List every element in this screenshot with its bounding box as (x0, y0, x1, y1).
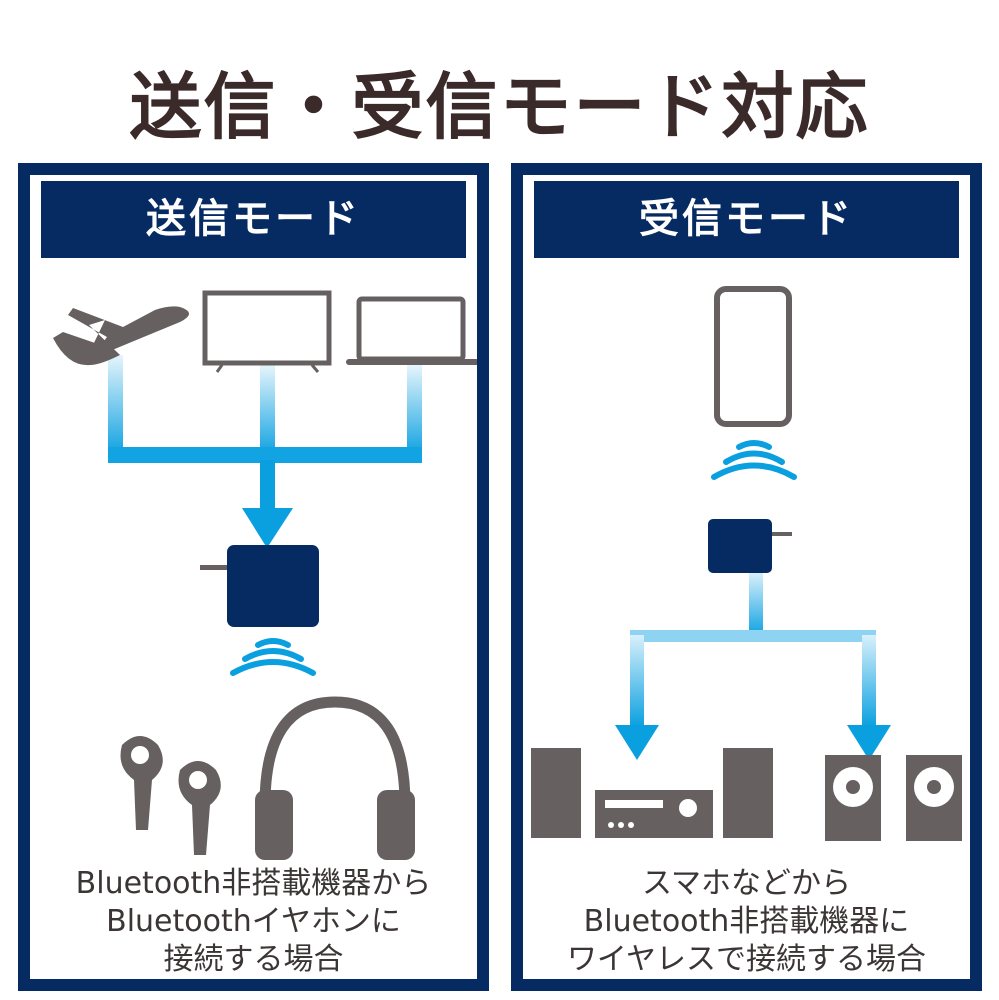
caption-line: Bluetooth非搭載機器に (583, 904, 910, 939)
earbuds-icon (120, 736, 221, 855)
flow-arrow (615, 573, 891, 760)
transmitter-icon (200, 545, 319, 627)
tv-icon (202, 290, 332, 373)
page-title: 送信・受信モード対応 (129, 65, 870, 149)
stereo-system-icon (531, 748, 773, 838)
wireless-signal-icon (711, 440, 797, 480)
receive-mode-panel: 受信モード (511, 163, 982, 991)
airplane-icon (53, 306, 189, 366)
flow-arrow (108, 355, 422, 548)
receive-mode-caption: スマホなどから Bluetooth非搭載機器に ワイヤレスで接続する場合 (523, 865, 970, 979)
send-mode-diagram (53, 290, 477, 860)
headphones-icon (255, 696, 415, 860)
send-mode-caption: Bluetooth非搭載機器から Bluetoothイヤホンに 接続する場合 (30, 865, 477, 979)
caption-line: 接続する場合 (163, 942, 344, 977)
receive-mode-diagram (531, 286, 962, 841)
caption-line: Bluetoothイヤホンに (106, 904, 401, 939)
send-mode-panel: 送信モード (18, 163, 489, 991)
receive-mode-header: 受信モード (534, 181, 959, 258)
send-mode-header: 送信モード (41, 181, 466, 258)
laptop-icon (346, 296, 477, 365)
speakers-icon (825, 755, 962, 841)
smartphone-icon (714, 286, 792, 427)
caption-line: ワイヤレスで接続する場合 (566, 942, 927, 977)
caption-line: Bluetooth非搭載機器から (75, 866, 432, 901)
receiver-icon (708, 519, 792, 573)
wireless-signal-icon (230, 638, 316, 676)
caption-line: スマホなどから (641, 866, 852, 901)
